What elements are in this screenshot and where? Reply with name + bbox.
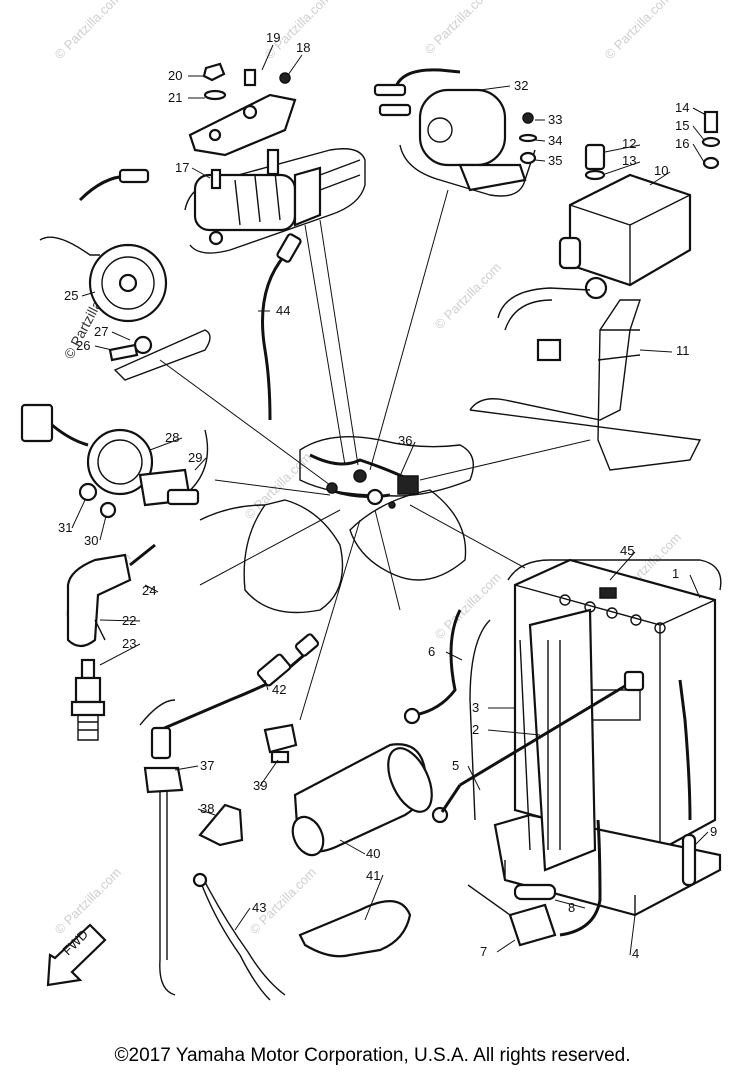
callout-6: 6 — [428, 644, 435, 659]
callout-2: 2 — [472, 722, 479, 737]
callout-17: 17 — [175, 160, 189, 175]
callout-42: 42 — [272, 682, 286, 697]
callout-9: 9 — [710, 824, 717, 839]
callout-43: 43 — [252, 900, 266, 915]
starter-bracket — [188, 62, 297, 157]
battery-breather-tube — [681, 833, 697, 887]
callout-45: 45 — [620, 543, 634, 558]
fitting — [263, 723, 298, 764]
callout-29: 29 — [188, 450, 202, 465]
rectifier-wire — [139, 633, 320, 732]
ignition-switch — [20, 403, 209, 519]
callout-16: 16 — [675, 136, 689, 151]
parts-diagram: © Partzilla.com © Partzilla.com © Partzi… — [20, 0, 722, 1001]
callout-24: 24 — [142, 583, 156, 598]
regulator-bracket — [469, 299, 702, 471]
callout-8: 8 — [568, 900, 575, 915]
wire-harness — [309, 453, 419, 509]
callout-21: 21 — [168, 90, 182, 105]
callout-10: 10 — [654, 163, 668, 178]
callout-3: 3 — [472, 700, 479, 715]
callout-38: 38 — [200, 801, 214, 816]
callout-33: 33 — [548, 112, 562, 127]
callout-12: 12 — [622, 136, 636, 151]
callout-7: 7 — [480, 944, 487, 959]
watermark: © Partzilla.com — [422, 0, 495, 57]
callout-4: 4 — [632, 946, 639, 961]
watermark: © Partzilla.com — [602, 0, 675, 62]
neutral-switch — [143, 726, 244, 996]
callout-5: 5 — [452, 758, 459, 773]
frame-outline — [199, 436, 474, 614]
callout-32: 32 — [514, 78, 528, 93]
battery-rounded-pad — [507, 559, 722, 591]
horn — [39, 168, 211, 381]
callout-labels: 19 18 20 21 17 25 27 26 44 28 29 31 30 2… — [58, 30, 717, 961]
callout-31: 31 — [58, 520, 72, 535]
watermark: © Partzilla.com — [52, 0, 125, 62]
spark-plug-cap — [66, 543, 156, 648]
fuse-holder — [467, 883, 557, 947]
callout-37: 37 — [200, 758, 214, 773]
callout-41: 41 — [366, 868, 380, 883]
callout-18: 18 — [296, 40, 310, 55]
forward-arrow: FWD — [46, 923, 107, 987]
watermark: © Partzilla.com — [242, 450, 315, 523]
callout-14: 14 — [675, 100, 689, 115]
callout-35: 35 — [548, 153, 562, 168]
callout-40: 40 — [366, 846, 380, 861]
callout-15: 15 — [675, 118, 689, 133]
spark-plug — [70, 658, 106, 741]
wire-lead — [261, 233, 302, 421]
copyright-notice: ©2017 Yamaha Motor Corporation, U.S.A. A… — [114, 1045, 631, 1066]
callout-25: 25 — [64, 288, 78, 303]
ignition-coil — [291, 743, 433, 857]
harness-leaders — [159, 189, 591, 721]
starter-motor — [184, 148, 366, 254]
callout-30: 30 — [84, 533, 98, 548]
callout-36: 36 — [398, 433, 412, 448]
starter-relay — [373, 68, 538, 197]
coil-bracket — [298, 900, 412, 958]
callout-leaders — [71, 44, 709, 956]
battery-band — [528, 608, 597, 872]
watermark: © Partzilla.com — [432, 260, 505, 333]
callout-28: 28 — [165, 430, 179, 445]
voltage-regulator — [497, 110, 721, 362]
watermark: © Partzilla.com — [432, 570, 505, 643]
callout-44: 44 — [276, 303, 290, 318]
callout-11: 11 — [676, 343, 690, 358]
callout-27: 27 — [94, 324, 108, 339]
callout-19: 19 — [266, 30, 280, 45]
callout-34: 34 — [548, 133, 562, 148]
wire-assembly — [192, 872, 286, 1001]
callout-1: 1 — [672, 566, 679, 581]
callout-26: 26 — [76, 338, 90, 353]
callout-20: 20 — [168, 68, 182, 83]
callout-23: 23 — [122, 636, 136, 651]
